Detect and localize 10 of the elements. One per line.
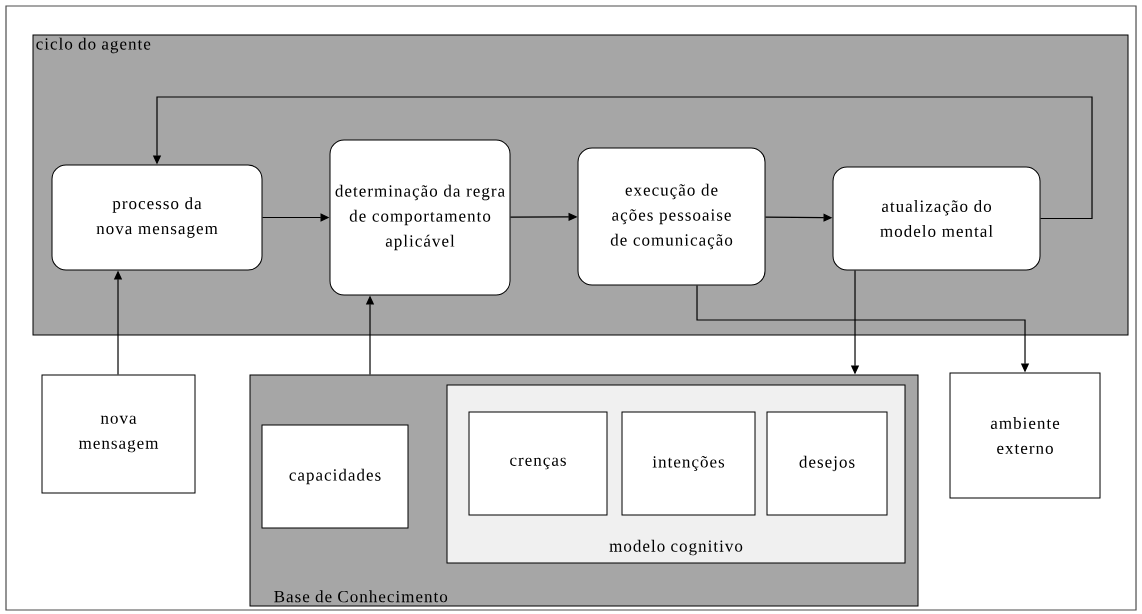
process-box: determinação da regra de comportamento aplicável bbox=[329, 139, 511, 296]
text-box: capacidades bbox=[261, 424, 409, 529]
text-box: ambiente externo bbox=[949, 372, 1101, 499]
text-box: intenções bbox=[621, 411, 756, 516]
process-box: execução de ações pessoaise de comunicação bbox=[577, 147, 766, 286]
process-box: processo da nova mensagem bbox=[51, 164, 263, 271]
text-box: nova mensagem bbox=[41, 374, 196, 494]
process-box: atualização do modelo mental bbox=[832, 166, 1041, 271]
text-box: desejos bbox=[766, 411, 888, 516]
text-box: crenças bbox=[468, 411, 608, 516]
